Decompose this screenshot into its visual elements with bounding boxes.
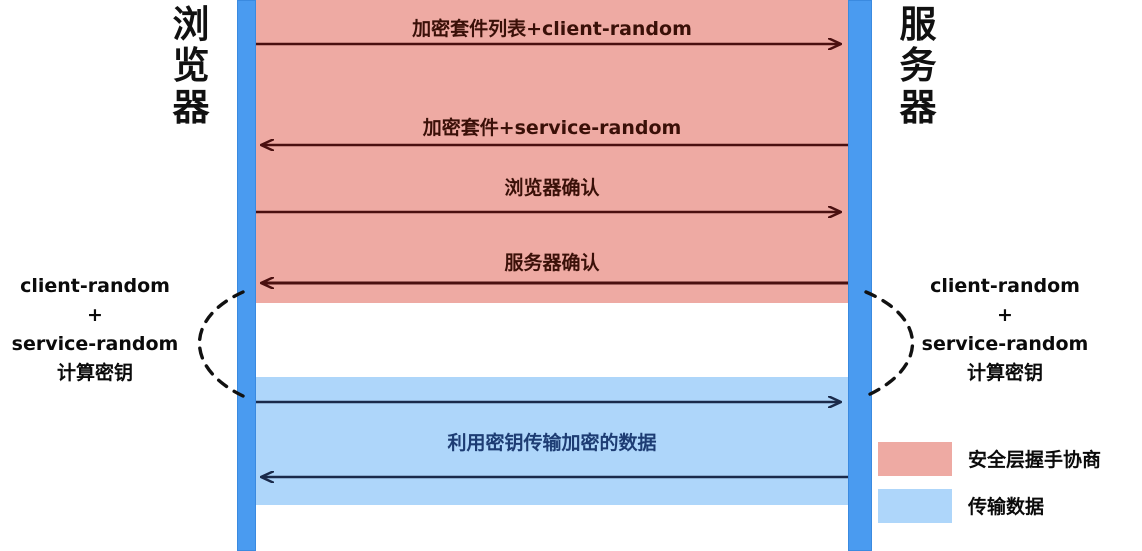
note-right-line-1: client-random bbox=[930, 275, 1080, 297]
browser-lifeline bbox=[237, 0, 256, 551]
note-left-line-2: + bbox=[87, 303, 103, 326]
legend-item-transfer: 传输数据 bbox=[878, 485, 1128, 532]
note-right-line-2: + bbox=[997, 303, 1013, 326]
server-lifeline bbox=[848, 0, 872, 551]
note-left-line-3: service-random bbox=[11, 332, 179, 355]
transfer-phase-band bbox=[256, 377, 848, 505]
browser-label-char-2: 览 bbox=[172, 44, 210, 88]
legend-swatch-transfer bbox=[878, 489, 952, 523]
key-computation-note-left: client-random + service-random 计算密钥 bbox=[0, 272, 190, 388]
note-right-line-3: service-random bbox=[921, 332, 1089, 355]
legend-swatch-handshake bbox=[878, 442, 952, 476]
server-actor-label: 服 务 器 bbox=[895, 3, 941, 129]
message-label-1: 加密套件列表+client-random bbox=[412, 18, 692, 40]
message-label-5: 利用密钥传输加密的数据 bbox=[447, 432, 657, 454]
message-label-4: 服务器确认 bbox=[504, 252, 600, 274]
message-label-3: 浏览器确认 bbox=[504, 177, 600, 199]
legend-label-handshake: 安全层握手协商 bbox=[968, 449, 1102, 471]
message-label-2: 加密套件+service-random bbox=[422, 117, 682, 139]
browser-actor-label: 浏 览 器 bbox=[168, 3, 214, 129]
key-computation-note-right: client-random + service-random 计算密钥 bbox=[905, 272, 1105, 388]
handshake-phase-band bbox=[256, 0, 848, 303]
note-right-line-4: 计算密钥 bbox=[966, 361, 1043, 384]
legend-label-transfer: 传输数据 bbox=[968, 496, 1045, 518]
note-left-line-1: client-random bbox=[20, 275, 170, 297]
browser-label-char-1: 浏 bbox=[172, 3, 210, 46]
legend-item-handshake: 安全层握手协商 bbox=[878, 438, 1128, 485]
browser-label-char-3: 器 bbox=[172, 85, 210, 129]
legend: 安全层握手协商 传输数据 bbox=[878, 438, 1128, 532]
server-label-char-1: 服 bbox=[899, 3, 937, 46]
note-left-line-4: 计算密钥 bbox=[56, 361, 133, 384]
server-label-char-2: 务 bbox=[899, 44, 937, 88]
server-label-char-3: 器 bbox=[899, 85, 937, 129]
